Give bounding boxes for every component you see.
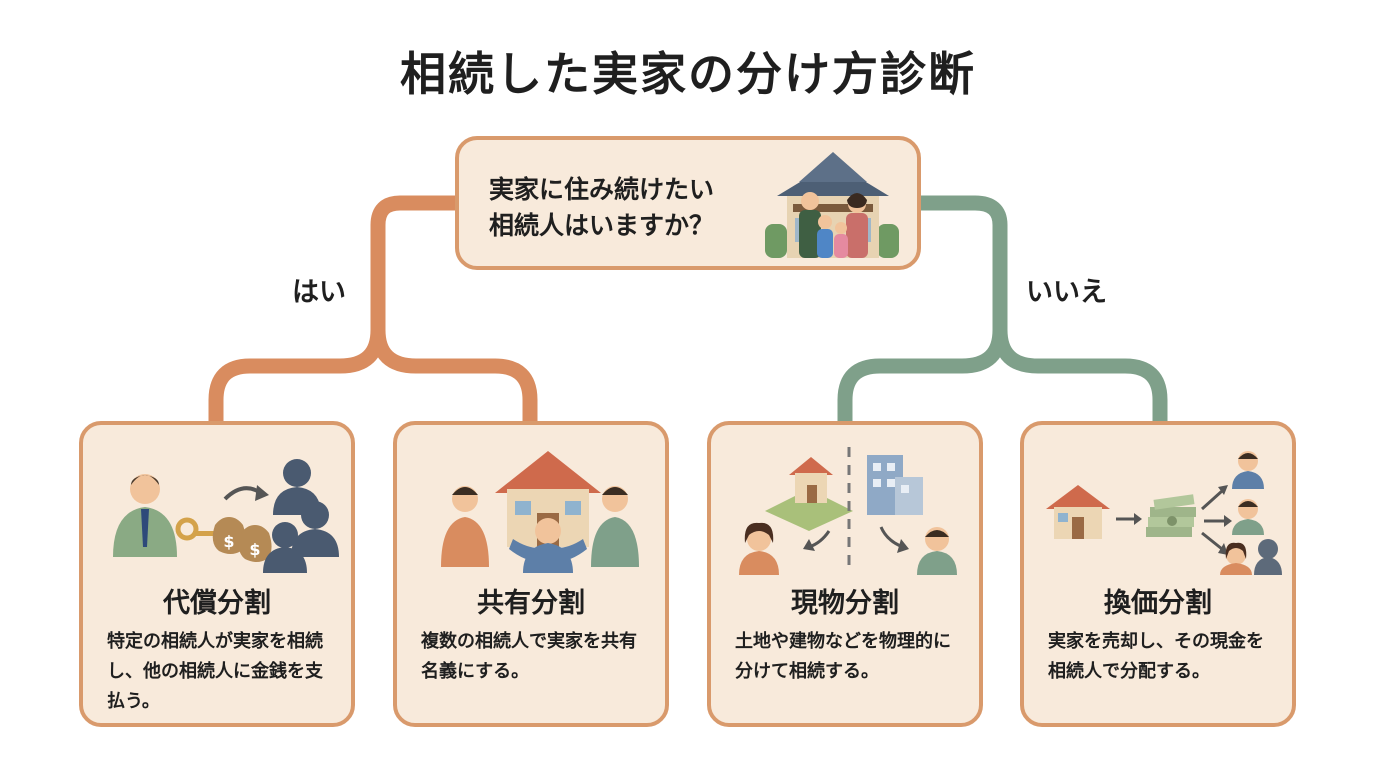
question-text: 実家に住み続けたい 相続人はいますか？	[489, 172, 769, 244]
no-branch-line	[837, 195, 1168, 423]
option-card-kanka: 換価分割 実家を売却し、その現金を相続人で分配する。	[1020, 421, 1296, 727]
no-label: いいえ	[1026, 277, 1107, 308]
page-title: 相続した実家の分け方診断	[400, 47, 976, 101]
option-description: 土地や建物などを物理的に分けて相続する。	[735, 631, 951, 682]
option-description: 実家を売却し、その現金を相続人で分配する。	[1048, 631, 1264, 682]
yes-branch-line	[208, 195, 538, 423]
svg-text:$: $	[223, 532, 234, 551]
option-card-daisho: $ $ 代償分割 特定の相続人が実家を相続し、他の相続人に金銭を支払う。	[79, 421, 355, 727]
people-hugging-house-icon	[441, 451, 639, 573]
option-title: 現物分割	[791, 588, 899, 619]
family-house-icon	[765, 152, 899, 258]
option-title: 換価分割	[1104, 588, 1212, 619]
question-box: 実家に住み続けたい 相続人はいますか？	[455, 136, 921, 270]
svg-text:$: $	[249, 540, 260, 559]
option-description: 複数の相続人で実家を共有名義にする。	[421, 631, 637, 682]
land-house-building-split-icon	[739, 447, 957, 575]
house-cash-distribution-icon	[1046, 451, 1282, 575]
option-title: 代償分割	[163, 588, 271, 619]
option-title: 共有分割	[477, 588, 585, 619]
person-key-money-bags-arrow-people-icon: $ $	[113, 459, 339, 573]
question-line-2: 相続人はいますか？	[489, 211, 715, 240]
option-card-genbutsu: 現物分割 土地や建物などを物理的に分けて相続する。	[707, 421, 983, 727]
option-card-kyoyu: 共有分割 複数の相続人で実家を共有名義にする。	[393, 421, 669, 727]
question-line-1: 実家に住み続けたい	[489, 175, 715, 204]
option-description: 特定の相続人が実家を相続し、他の相続人に金銭を支払う。	[107, 631, 323, 712]
yes-label: はい	[292, 277, 346, 308]
